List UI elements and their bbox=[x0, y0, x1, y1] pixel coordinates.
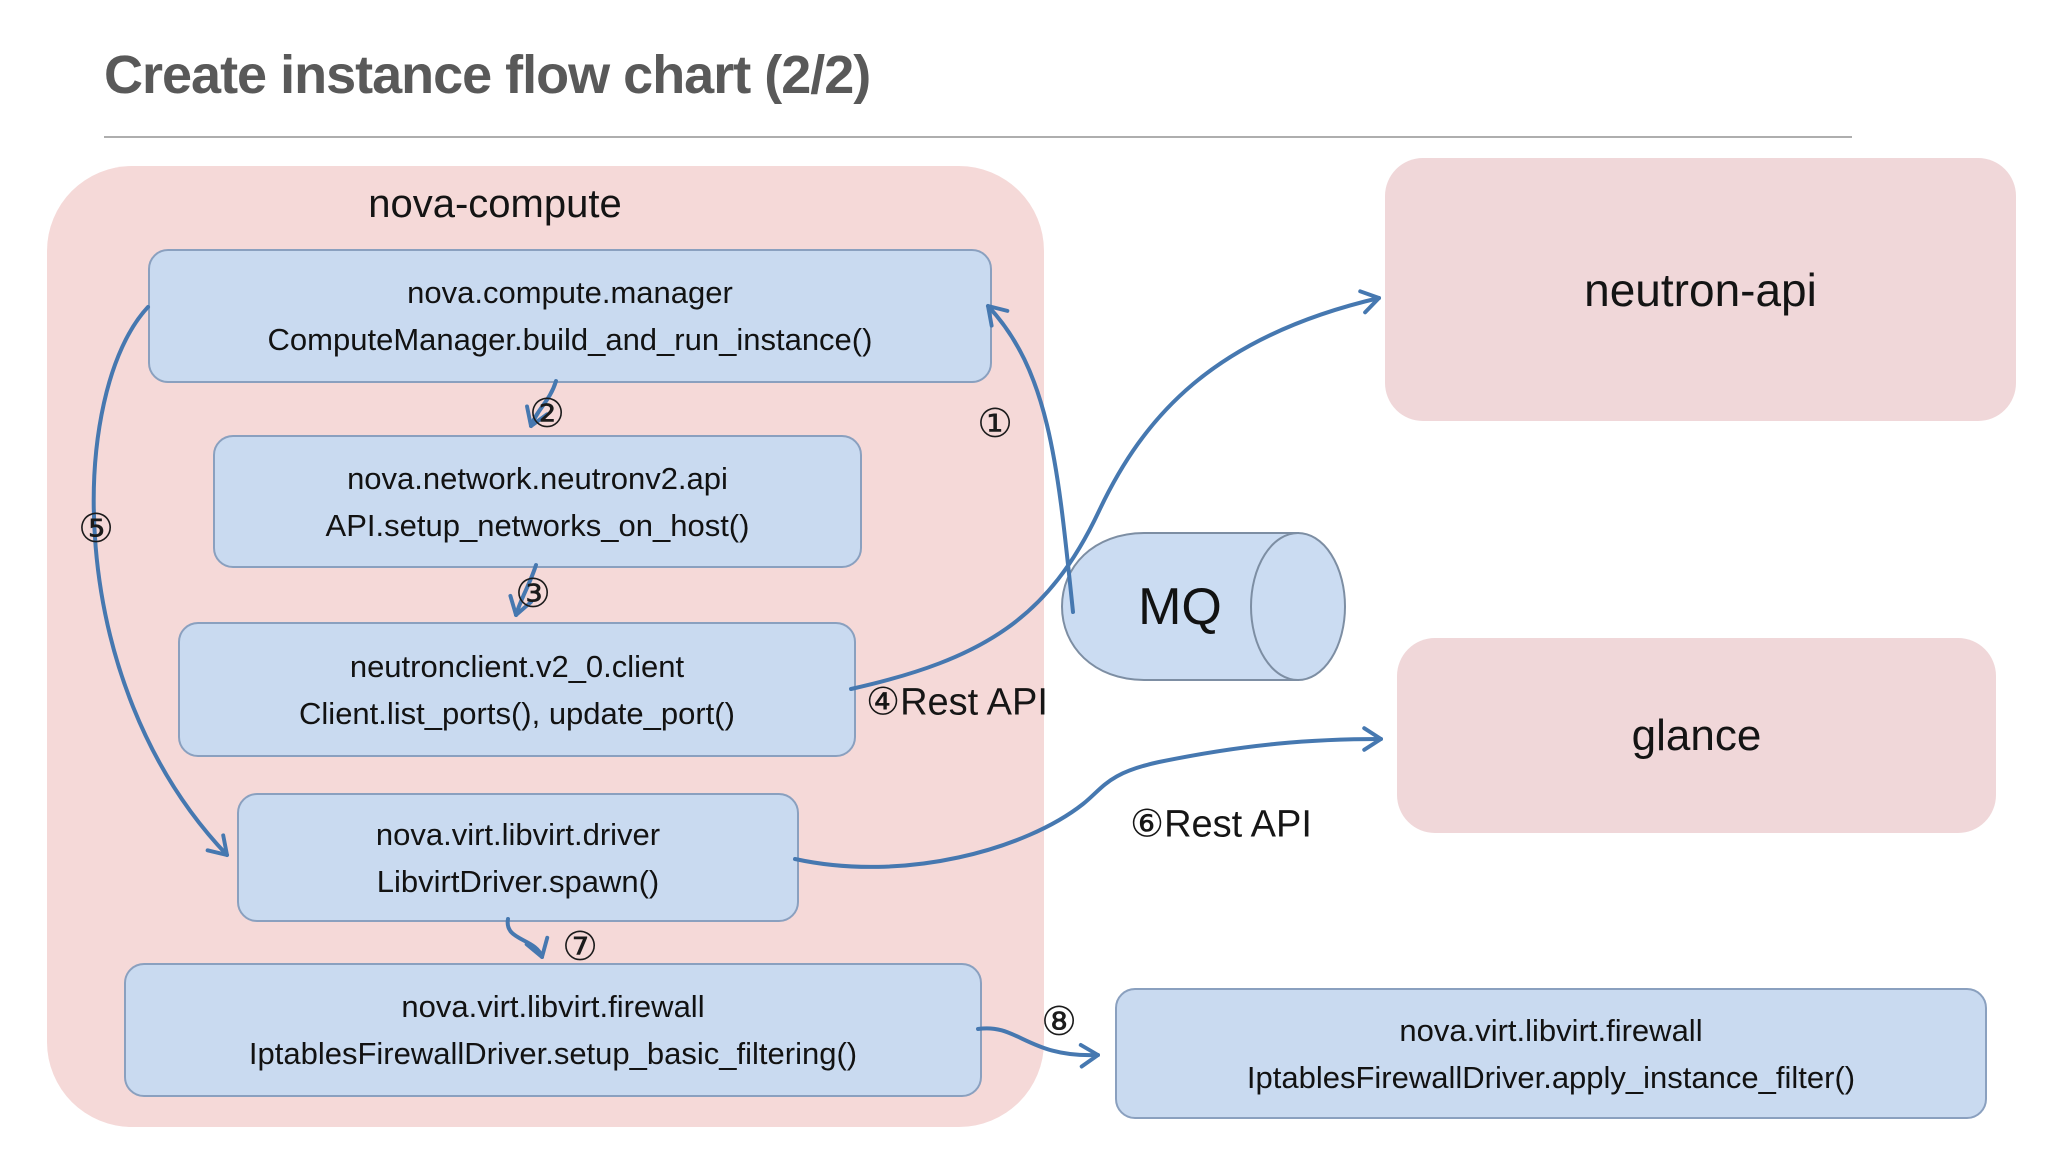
edge-8-setup-to-apply bbox=[976, 1026, 1100, 1069]
page-title: Create instance flow chart (2/2) bbox=[104, 45, 871, 105]
edge-5-manager-to-libvirt-driver bbox=[91, 305, 229, 857]
edge-4-neutronclient-to-neutron-api bbox=[849, 289, 1381, 691]
node-glance: glance bbox=[1397, 638, 1996, 833]
node-neutron-api: neutron-api bbox=[1385, 158, 2016, 421]
edge-label-rest-api-4: ④Rest API bbox=[866, 681, 1048, 724]
node-line: nova.compute.manager bbox=[407, 275, 733, 310]
step-7-badge: ⑦ bbox=[562, 925, 598, 969]
node-compute-manager: nova.compute.manager ComputeManager.buil… bbox=[148, 249, 992, 383]
step-1-badge: ① bbox=[977, 402, 1013, 446]
node-line: nova.network.neutronv2.api bbox=[347, 460, 728, 496]
node-line: LibvirtDriver.spawn() bbox=[376, 863, 660, 899]
mq-label: MQ bbox=[1138, 577, 1222, 636]
edge-7-spawn-to-firewall-setup bbox=[505, 917, 550, 959]
step-8-badge: ⑧ bbox=[1041, 1000, 1077, 1044]
node-firewall-apply: nova.virt.libvirt.firewall IptablesFirew… bbox=[1115, 988, 1987, 1119]
mq-cylinder bbox=[1060, 532, 1346, 681]
node-network-neutronv2-api: nova.network.neutronv2.api API.setup_net… bbox=[213, 435, 862, 568]
node-label: neutron-api bbox=[1584, 263, 1817, 316]
node-libvirt-driver: nova.virt.libvirt.driver LibvirtDriver.s… bbox=[237, 793, 799, 922]
node-line: nova.virt.libvirt.firewall bbox=[401, 989, 705, 1024]
step-3-badge: ③ bbox=[515, 572, 551, 616]
edge-2-manager-to-network-api bbox=[525, 379, 558, 428]
edge-3-network-api-to-neutronclient bbox=[508, 563, 538, 617]
nova-compute-label: nova-compute bbox=[368, 182, 622, 226]
edge-1-mq-to-manager bbox=[986, 304, 1075, 614]
node-line: neutronclient.v2_0.client bbox=[349, 648, 685, 684]
node-label: glance bbox=[1631, 710, 1762, 760]
node-line: IptablesFirewallDriver.apply_instance_fi… bbox=[1246, 1059, 1856, 1095]
step-2-badge: ② bbox=[529, 392, 565, 436]
step-5-badge: ⑤ bbox=[78, 507, 114, 551]
edge-6-spawn-to-glance bbox=[793, 726, 1383, 869]
title-divider bbox=[104, 136, 1852, 138]
node-neutronclient: neutronclient.v2_0.client Client.list_po… bbox=[178, 622, 856, 757]
node-firewall-setup: nova.virt.libvirt.firewall IptablesFirew… bbox=[124, 963, 982, 1097]
edge-label-rest-api-6: ⑥Rest API bbox=[1130, 803, 1312, 846]
node-line: ComputeManager.build_and_run_instance() bbox=[267, 322, 873, 357]
node-line: IptablesFirewallDriver.setup_basic_filte… bbox=[248, 1036, 858, 1071]
node-line: Client.list_ports(), update_port() bbox=[299, 695, 735, 731]
node-line: nova.virt.libvirt.firewall bbox=[1399, 1012, 1703, 1048]
node-line: API.setup_networks_on_host() bbox=[325, 507, 750, 543]
node-line: nova.virt.libvirt.driver bbox=[375, 816, 661, 852]
